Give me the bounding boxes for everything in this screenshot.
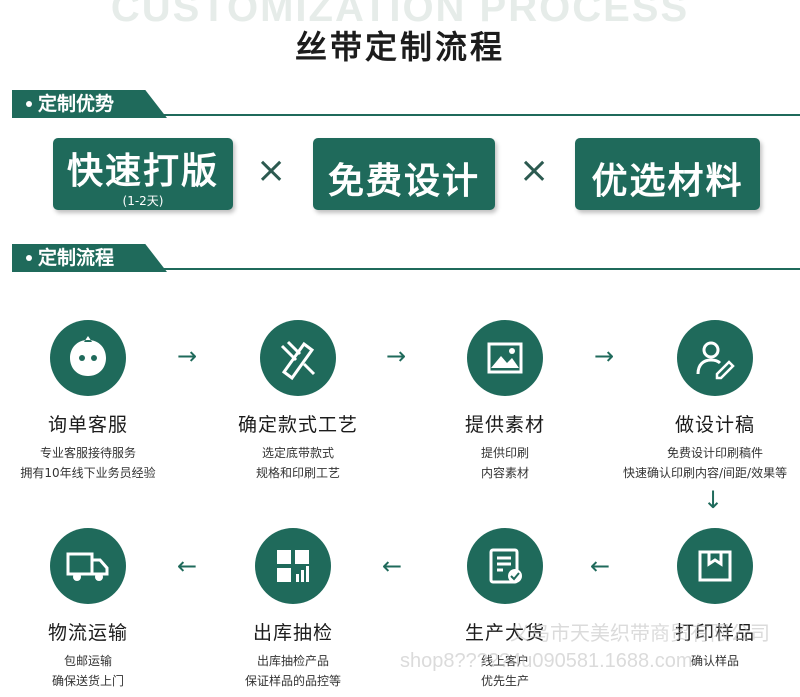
times-icon: × — [519, 150, 550, 191]
arrow-right-icon: → — [594, 342, 615, 370]
arrow-left-icon: ← — [590, 552, 611, 580]
step-desc: 保证样品的品控等 — [244, 674, 341, 688]
arrow-left-icon: ← — [177, 552, 198, 580]
watermark-url: shop8?????4u090581.1688.com — [400, 650, 693, 672]
step-title: 确定款式工艺 — [237, 414, 358, 436]
arrow-right-icon: → — [386, 342, 407, 370]
step-desc: 确保送货上门 — [51, 674, 124, 688]
advantage-material: 优选材料 — [575, 138, 760, 210]
step-title: 出库抽检 — [252, 622, 333, 644]
section-tag-process: 定制流程 — [12, 244, 167, 272]
arrow-right-icon: → — [177, 342, 198, 370]
advantage-label: 快速打版 — [66, 151, 219, 192]
advantage-free-design: 免费设计 — [313, 138, 495, 210]
arrow-down-icon: ↓ — [703, 486, 724, 514]
step-desc: 确认样品 — [690, 654, 739, 668]
step-title: 物流运输 — [47, 622, 128, 644]
step-print-sample: 打印样品 确认样品 — [615, 528, 800, 671]
step-title: 提供素材 — [464, 414, 545, 436]
step-title: 询单客服 — [47, 414, 128, 436]
step-title: 做设计稿 — [674, 414, 755, 436]
design-tools-icon — [260, 320, 336, 396]
box-icon — [677, 528, 753, 604]
step-confirm-style: 确定款式工艺 选定底带款式 规格和印刷工艺 — [198, 320, 398, 483]
step-desc: 优先生产 — [480, 674, 529, 688]
step-logistics: 物流运输 包邮运输 确保送货上门 — [0, 528, 188, 691]
step-inquiry: 询单客服 专业客服接待服务 拥有10年线下业务员经验 — [0, 320, 188, 483]
step-desc: 免费设计印刷稿件 — [666, 446, 763, 460]
advantage-sub: (1-2天) — [122, 194, 164, 208]
section-divider — [160, 114, 800, 116]
step-desc: 规格和印刷工艺 — [255, 466, 340, 480]
step-title: 打印样品 — [674, 622, 755, 644]
truck-icon — [50, 528, 126, 604]
step-outbound-inspection: 出库抽检 出库抽检产品 保证样品的品控等 — [193, 528, 393, 691]
grid-chart-icon — [255, 528, 331, 604]
step-provide-material: 提供素材 提供印刷 内容素材 — [405, 320, 605, 483]
section-tag-advantages: 定制优势 — [12, 90, 167, 118]
step-desc: 线上客户 — [480, 654, 529, 668]
step-desc: 快速确认印刷内容/间距/效果等 — [623, 466, 788, 480]
step-desc: 拥有10年线下业务员经验 — [20, 466, 156, 480]
user-edit-icon — [677, 320, 753, 396]
step-title: 生产大货 — [464, 622, 545, 644]
arrow-left-icon: ← — [382, 552, 403, 580]
step-desc: 包邮运输 — [63, 654, 112, 668]
clipboard-check-icon — [467, 528, 543, 604]
advantage-fast-sample: 快速打版 (1-2天) — [53, 138, 233, 210]
advantage-label: 优选材料 — [591, 161, 744, 202]
advantage-label: 免费设计 — [327, 161, 480, 202]
step-desc: 提供印刷 — [480, 446, 529, 460]
step-desc: 专业客服接待服务 — [39, 446, 136, 460]
step-desc: 内容素材 — [480, 466, 529, 480]
background-title: CUSTOMIZATION PROCESS — [110, 0, 690, 30]
step-desc: 出库抽检产品 — [256, 654, 329, 668]
step-design-draft: 做设计稿 免费设计印刷稿件 快速确认印刷内容/间距/效果等 — [615, 320, 800, 483]
times-icon: × — [256, 150, 287, 191]
section-divider — [160, 268, 800, 270]
page-title: 丝带定制流程 — [294, 28, 505, 66]
image-icon — [467, 320, 543, 396]
chat-bubble-icon — [50, 320, 126, 396]
watermark-company: 义乌市天美织带商贸有限公司 — [510, 623, 770, 645]
step-mass-production: 生产大货 线上客户 优先生产 — [405, 528, 605, 691]
step-desc: 选定底带款式 — [261, 446, 334, 460]
